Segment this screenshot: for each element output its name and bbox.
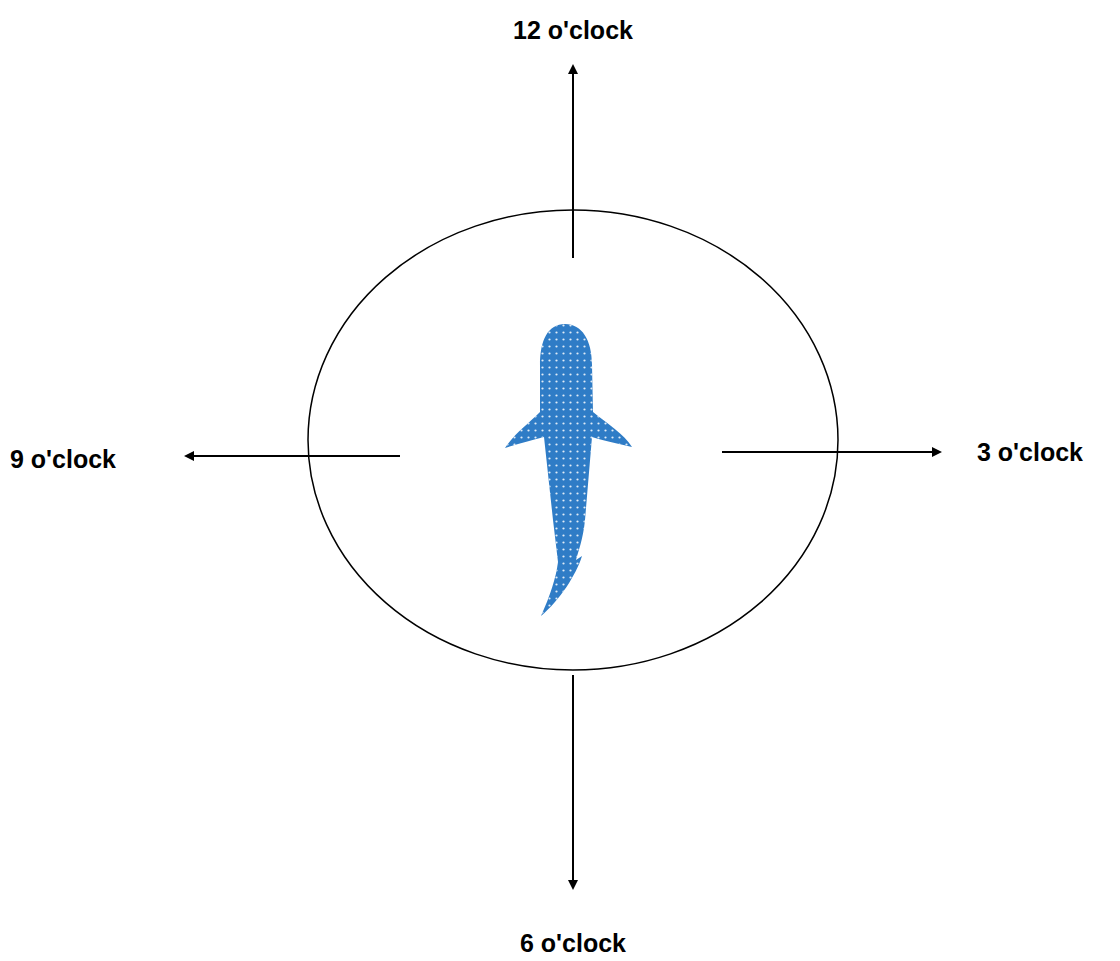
direction-label: 3 o'clock bbox=[977, 437, 1083, 467]
direction-label: 6 o'clock bbox=[520, 928, 626, 958]
direction-arrow bbox=[572, 675, 574, 888]
direction-arrow bbox=[572, 66, 574, 258]
direction-arrow bbox=[722, 451, 940, 453]
direction-arrow bbox=[186, 455, 400, 457]
direction-label: 12 o'clock bbox=[513, 15, 633, 45]
direction-label: 9 o'clock bbox=[10, 444, 116, 474]
view-circle bbox=[308, 210, 838, 670]
whale-shark bbox=[500, 320, 640, 620]
